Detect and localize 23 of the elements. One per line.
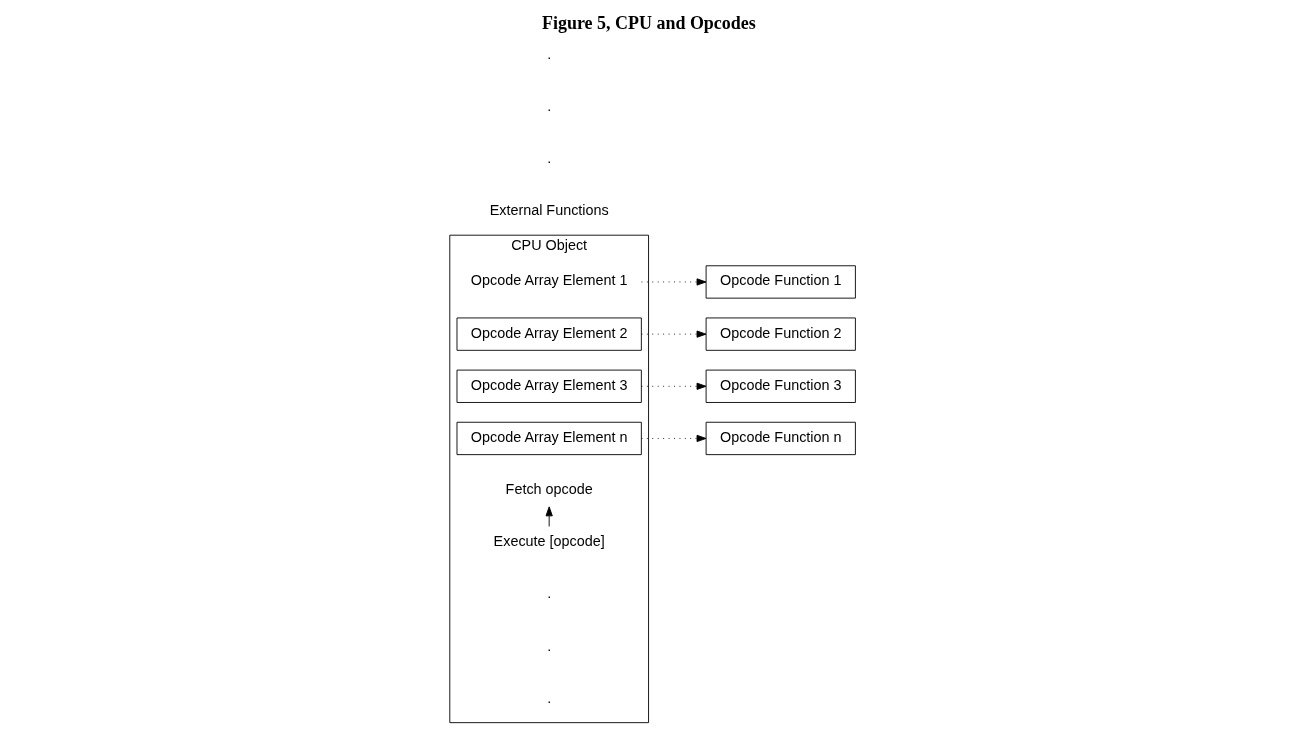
arrow (641, 330, 707, 338)
label: . (547, 689, 552, 706)
label: . (547, 585, 552, 602)
node-box: Opcode Function 2 (705, 317, 856, 351)
node-text: Opcode Array Element 1 (470, 272, 628, 289)
node-box: Opcode Array Element 2 (456, 317, 642, 351)
arrow (641, 278, 707, 286)
arrow (545, 506, 553, 527)
node-box: Opcode Array Element n (456, 421, 642, 456)
node-text: Execute [opcode] (493, 533, 605, 550)
node-text: Fetch opcode (505, 481, 593, 498)
node-box: Opcode Function n (705, 421, 856, 456)
node-box: Opcode Function 1 (705, 265, 856, 299)
label: External Functions (489, 202, 609, 219)
label: . (547, 97, 552, 114)
label: . (547, 637, 552, 654)
arrow (641, 434, 707, 443)
diagram-title: Figure 5, CPU and Opcodes (541, 13, 756, 34)
node-box: Opcode Array Element 3 (456, 369, 642, 403)
label: . (547, 45, 552, 62)
node-box: Opcode Function 3 (705, 369, 856, 403)
label: . (547, 150, 552, 167)
arrow (641, 382, 707, 390)
